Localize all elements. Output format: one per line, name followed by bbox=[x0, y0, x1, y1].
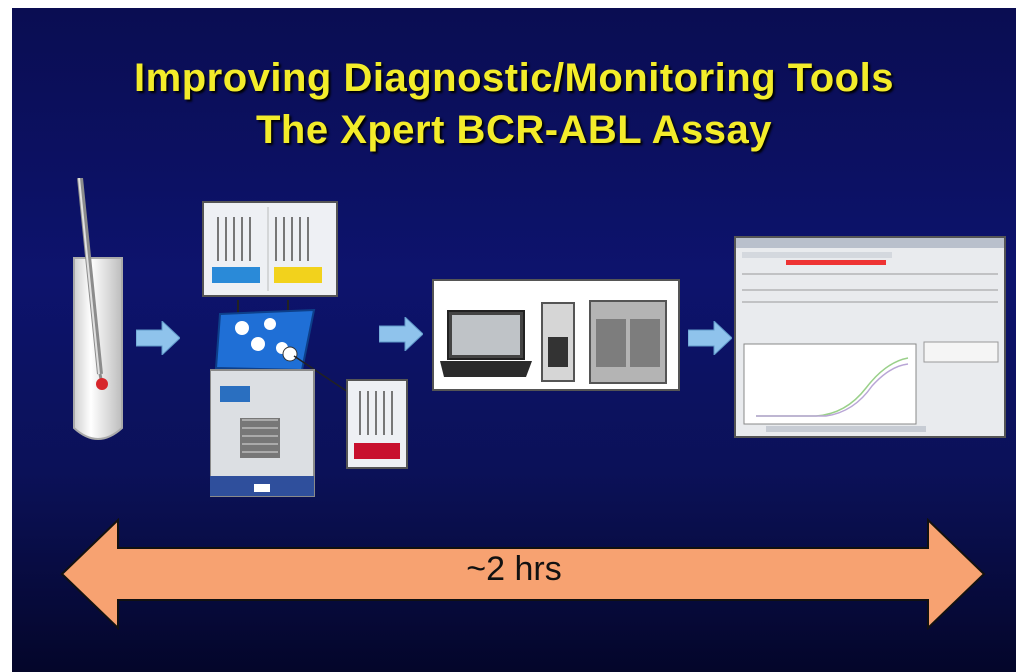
flow-arrow-icon bbox=[688, 321, 732, 355]
instrument-panel bbox=[432, 279, 680, 391]
instrument-icon bbox=[589, 300, 667, 384]
flow-arrow-icon bbox=[136, 321, 180, 355]
desktop-tower-icon bbox=[541, 302, 575, 382]
laptop-icon bbox=[440, 310, 532, 377]
slide-title: Improving Diagnostic/Monitoring Tools bbox=[134, 56, 894, 100]
cartridge-icon bbox=[210, 300, 361, 497]
results-screen-icon bbox=[734, 236, 1006, 438]
reagent-card-icon bbox=[346, 379, 408, 469]
slide-subtitle: The Xpert BCR-ABL Assay bbox=[255, 108, 773, 152]
double-arrow-icon bbox=[60, 518, 986, 630]
blood-tube-icon bbox=[73, 178, 123, 440]
timeline-label: ~2 hrs bbox=[466, 550, 562, 588]
slide: Improving Diagnostic/Monitoring Tools Th… bbox=[12, 8, 1016, 672]
reagent-card-icon bbox=[202, 201, 338, 297]
flow-arrow-icon bbox=[379, 317, 423, 351]
